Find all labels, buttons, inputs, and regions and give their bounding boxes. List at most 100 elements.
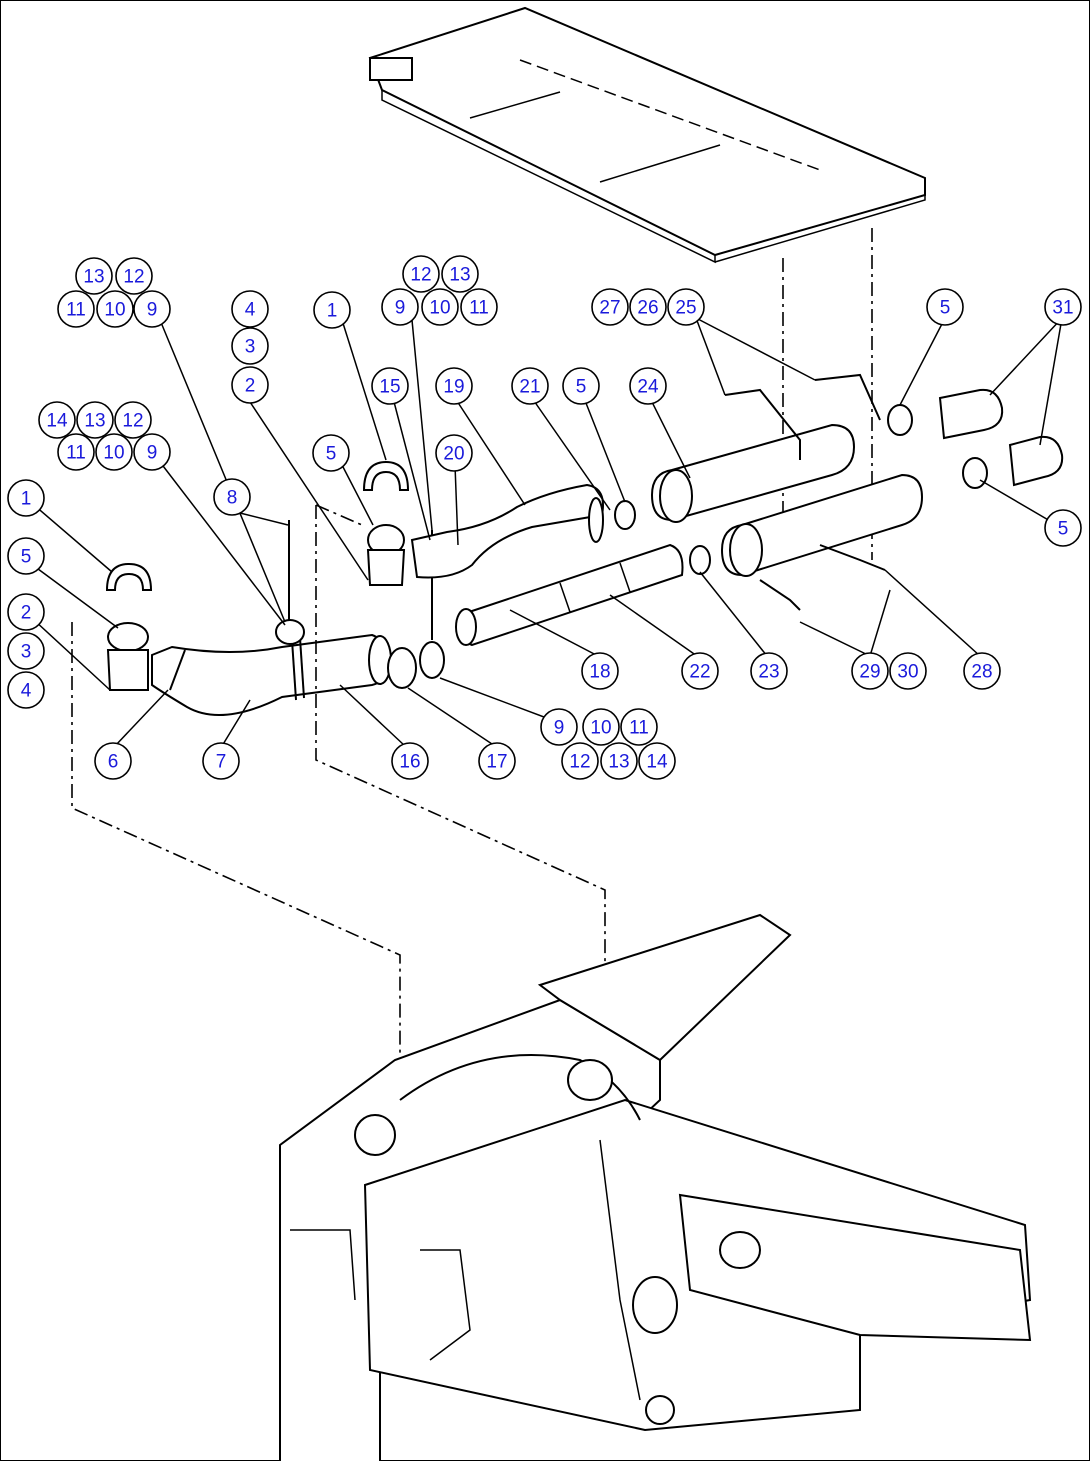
svg-text:9: 9 bbox=[147, 300, 158, 321]
callout-11: 11 bbox=[57, 290, 95, 328]
callout-18: 18 bbox=[581, 652, 619, 690]
svg-text:16: 16 bbox=[399, 752, 420, 773]
upper-muffler bbox=[650, 423, 856, 523]
callout-27: 27 bbox=[591, 288, 629, 326]
svg-text:4: 4 bbox=[21, 681, 32, 702]
tail-pipe-upper bbox=[938, 388, 1004, 440]
callout-23: 23 bbox=[750, 652, 788, 690]
callout-13: 13 bbox=[441, 255, 479, 293]
callout-3: 3 bbox=[7, 632, 45, 670]
callout-12: 12 bbox=[114, 401, 152, 439]
svg-text:6: 6 bbox=[108, 752, 119, 773]
svg-text:24: 24 bbox=[637, 377, 659, 398]
callout-1: 1 bbox=[313, 291, 351, 329]
svg-text:10: 10 bbox=[590, 718, 611, 739]
callout-10: 10 bbox=[582, 708, 620, 746]
callout-13: 13 bbox=[76, 401, 114, 439]
callout-17: 17 bbox=[478, 742, 516, 780]
svg-text:31: 31 bbox=[1052, 298, 1073, 319]
callout-12: 12 bbox=[561, 742, 599, 780]
callout-13: 13 bbox=[75, 257, 113, 295]
callout-7: 7 bbox=[202, 742, 240, 780]
callout-11: 11 bbox=[460, 288, 498, 326]
svg-text:20: 20 bbox=[443, 444, 464, 465]
callout-9: 9 bbox=[133, 290, 171, 328]
callout-4: 4 bbox=[231, 290, 269, 328]
svg-text:1: 1 bbox=[327, 301, 338, 322]
svg-text:12: 12 bbox=[122, 411, 143, 432]
callout-21: 21 bbox=[511, 367, 549, 405]
callout-16: 16 bbox=[391, 742, 429, 780]
callout-10: 10 bbox=[95, 433, 133, 471]
callout-24: 24 bbox=[629, 367, 667, 405]
svg-text:12: 12 bbox=[410, 265, 431, 286]
svg-text:11: 11 bbox=[629, 718, 649, 739]
svg-text:9: 9 bbox=[395, 298, 406, 319]
svg-text:10: 10 bbox=[103, 443, 124, 464]
svg-text:19: 19 bbox=[443, 377, 464, 398]
svg-text:14: 14 bbox=[646, 752, 668, 773]
svg-text:5: 5 bbox=[940, 298, 951, 319]
svg-text:14: 14 bbox=[46, 411, 68, 432]
callout-30: 30 bbox=[889, 652, 927, 690]
svg-text:5: 5 bbox=[576, 377, 587, 398]
svg-text:30: 30 bbox=[897, 662, 918, 683]
svg-text:5: 5 bbox=[326, 444, 337, 465]
callout-29: 29 bbox=[851, 652, 889, 690]
svg-text:3: 3 bbox=[21, 642, 32, 663]
callout-13: 13 bbox=[600, 742, 638, 780]
svg-text:13: 13 bbox=[84, 411, 105, 432]
callout-28: 28 bbox=[963, 652, 1001, 690]
middle-clamp-assembly bbox=[362, 460, 410, 586]
svg-text:23: 23 bbox=[758, 662, 779, 683]
svg-text:8: 8 bbox=[227, 488, 238, 509]
svg-text:5: 5 bbox=[21, 547, 32, 568]
svg-text:9: 9 bbox=[147, 443, 158, 464]
machine-frame bbox=[279, 913, 1032, 1461]
lower-exhaust-pipe bbox=[151, 633, 392, 716]
svg-text:1: 1 bbox=[21, 489, 32, 510]
svg-text:28: 28 bbox=[971, 662, 992, 683]
callout-5: 5 bbox=[562, 367, 600, 405]
callout-6: 6 bbox=[94, 742, 132, 780]
svg-text:17: 17 bbox=[486, 752, 507, 773]
svg-text:13: 13 bbox=[83, 267, 104, 288]
callout-11: 11 bbox=[57, 433, 95, 471]
callout-14: 14 bbox=[38, 401, 76, 439]
svg-text:21: 21 bbox=[519, 377, 540, 398]
callout-2: 2 bbox=[7, 593, 45, 631]
callout-10: 10 bbox=[96, 290, 134, 328]
callout-8: 8 bbox=[213, 478, 251, 516]
svg-text:15: 15 bbox=[379, 377, 400, 398]
svg-text:22: 22 bbox=[689, 662, 710, 683]
callout-5: 5 bbox=[7, 537, 45, 575]
callout-19: 19 bbox=[435, 367, 473, 405]
callout-12: 12 bbox=[402, 255, 440, 293]
callout-5: 5 bbox=[312, 434, 350, 472]
callout-4: 4 bbox=[7, 671, 45, 709]
svg-text:9: 9 bbox=[554, 718, 565, 739]
flex-pipe bbox=[455, 543, 684, 647]
callout-1: 1 bbox=[7, 479, 45, 517]
svg-text:27: 27 bbox=[599, 298, 620, 319]
svg-text:10: 10 bbox=[104, 300, 125, 321]
callout-25: 25 bbox=[667, 288, 705, 326]
svg-text:2: 2 bbox=[21, 603, 32, 624]
svg-text:18: 18 bbox=[589, 662, 610, 683]
callout-3: 3 bbox=[231, 327, 269, 365]
callout-9: 9 bbox=[133, 433, 171, 471]
callout-10: 10 bbox=[421, 288, 459, 326]
lower-muffler bbox=[720, 473, 924, 577]
callout-5: 5 bbox=[1044, 509, 1082, 547]
svg-text:12: 12 bbox=[569, 752, 590, 773]
callout-22: 22 bbox=[681, 652, 719, 690]
callout-20: 20 bbox=[435, 434, 473, 472]
upper-exhaust-pipe bbox=[410, 483, 604, 579]
svg-text:7: 7 bbox=[216, 752, 227, 773]
callout-11: 11 bbox=[620, 708, 658, 746]
tail-pipe-lower bbox=[1008, 435, 1064, 487]
callout-26: 26 bbox=[629, 288, 667, 326]
leader-lines bbox=[33, 317, 1063, 747]
